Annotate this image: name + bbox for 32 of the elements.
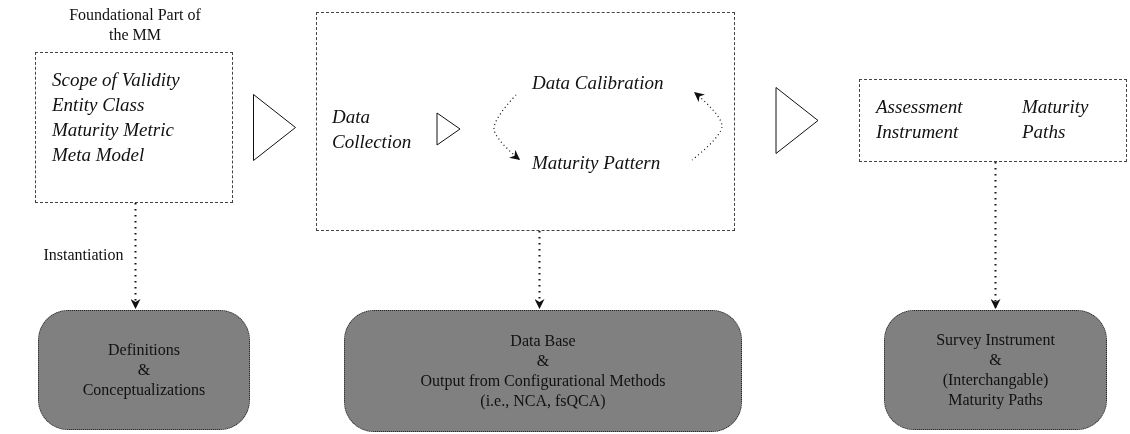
box-text: Data Base xyxy=(510,331,576,351)
box-text: Output from Configurational Methods (i.e., NCA, fsQCA) xyxy=(419,371,667,411)
dotted-arrow xyxy=(493,94,521,161)
list-item: Entity Class xyxy=(52,93,146,117)
dotted-arrow xyxy=(130,202,141,310)
box-text: Definitions xyxy=(108,340,180,360)
dotted-arrow xyxy=(691,91,723,161)
list-item: Scope of Validity xyxy=(52,68,181,92)
step-label: Data Calibration xyxy=(516,70,692,102)
result-box xyxy=(884,310,1107,430)
result-box xyxy=(344,310,742,432)
step-label: Data Collection xyxy=(326,104,431,154)
list-item: Meta Model xyxy=(52,143,146,167)
chevron-arrow xyxy=(253,94,296,161)
box-text: & xyxy=(137,360,151,380)
column-text: Assessment Instrument xyxy=(876,95,964,144)
list-item: Maturity Metric xyxy=(52,118,175,142)
chevron-arrow xyxy=(775,87,819,154)
box-text: & xyxy=(536,351,550,371)
box-text: & xyxy=(989,350,1002,370)
dashed-box xyxy=(859,79,1127,162)
box-text: (Interchangable) Maturity Paths xyxy=(941,370,1050,410)
column-text: Maturity Paths xyxy=(1022,95,1090,144)
dotted-arrow xyxy=(534,230,545,310)
chevron-arrow xyxy=(436,112,461,146)
result-box xyxy=(38,310,250,430)
box-text: Survey Instrument xyxy=(936,330,1055,350)
heading: Foundational Part of the MM xyxy=(68,5,202,45)
step-label: Maturity Pattern xyxy=(516,150,692,182)
dotted-arrow xyxy=(990,161,1001,310)
dashed-frame xyxy=(316,12,735,231)
box-text: Conceptualizations xyxy=(82,380,206,400)
